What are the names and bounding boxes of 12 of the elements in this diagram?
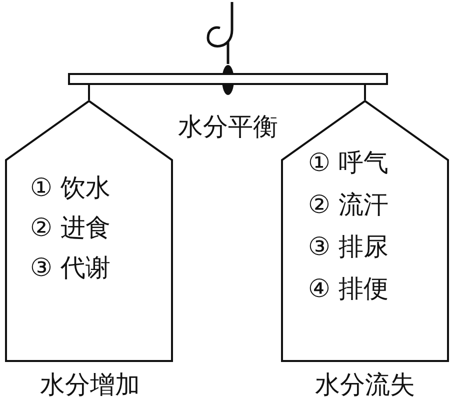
list-item: ④ 排便 xyxy=(308,274,388,304)
list-item: ① 饮水 xyxy=(30,173,110,203)
title-label: 水分平衡 xyxy=(178,112,278,142)
node-label: 水分增加 xyxy=(40,370,140,400)
list-item: ② 进食 xyxy=(30,213,110,243)
list-item: ① 呼气 xyxy=(308,148,388,178)
list-item: ③ 代谢 xyxy=(30,253,110,283)
list-item: ② 流汗 xyxy=(308,190,388,220)
list-item: ③ 排尿 xyxy=(308,232,388,262)
node-label: 水分流失 xyxy=(315,370,415,400)
hanger-line xyxy=(88,85,90,100)
hanger-line xyxy=(364,85,366,100)
